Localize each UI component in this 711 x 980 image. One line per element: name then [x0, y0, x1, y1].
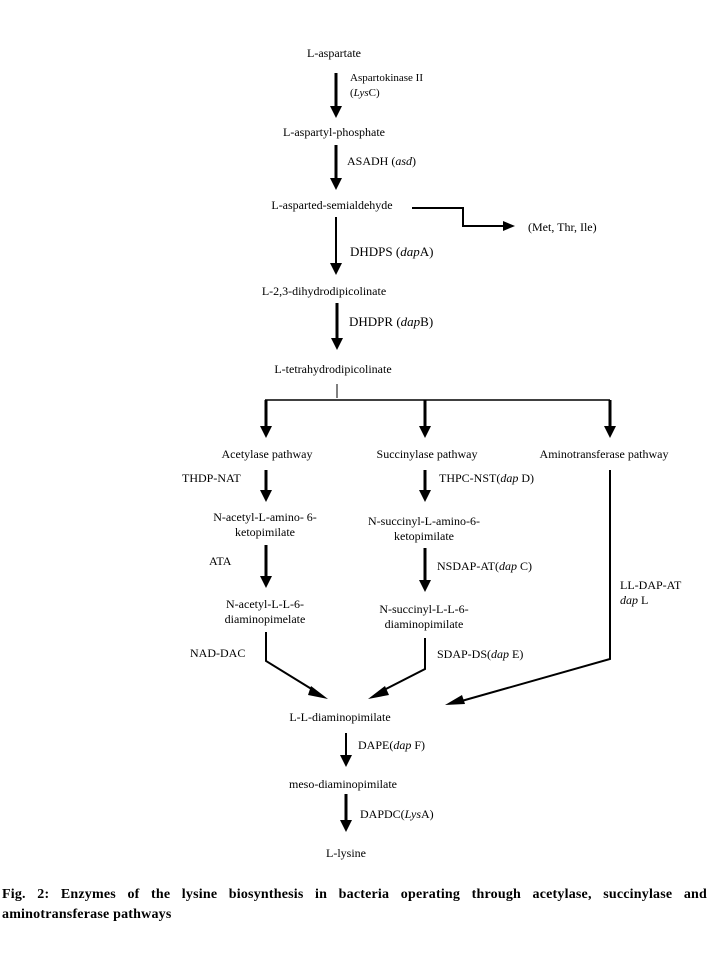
- arrow-dape: [340, 733, 352, 767]
- metabolite-l-tetrahydrodipicolinate: L-tetrahydrodipicolinate: [274, 362, 392, 376]
- arrow-dapdc: [340, 794, 352, 832]
- gene-lys: Lys: [353, 87, 369, 99]
- enzyme-nad-dac: NAD-DAC: [190, 646, 246, 660]
- pathway-acetylase: Acetylase pathway: [221, 447, 313, 461]
- enzyme-sdap-ds: SDAP-DS(dap E): [437, 647, 524, 661]
- enzyme-dapdc: DAPDC(LysA): [360, 807, 434, 821]
- enzyme-dhdps: DHDPS (dapA): [350, 244, 434, 259]
- metabolite-l-aspartate: L-aspartate: [307, 46, 361, 60]
- gene-lysa: Lys: [404, 807, 421, 821]
- enzyme-dhdpr: DHDPR (dapB): [349, 314, 434, 329]
- arrow-ata: [260, 545, 272, 588]
- gene-asd: asd: [395, 154, 413, 168]
- metabolite-l-aspartyl-phosphate: L-aspartyl-phosphate: [283, 125, 385, 139]
- arrow-nad-dac: [265, 632, 328, 699]
- gene-dapf: dap: [393, 738, 412, 752]
- gene-dapa: dap: [400, 244, 420, 259]
- enzyme-ll-dap-at: LL-DAP-AT dap L: [620, 578, 682, 607]
- arrow-split: [260, 384, 616, 438]
- pathway-succinylase: Succinylase pathway: [376, 447, 478, 461]
- arrow-sdap-ds: [368, 638, 426, 699]
- enzyme-nsdap-at: NSDAP-AT(dap C): [437, 559, 533, 573]
- metabolite-meso-diaminopimilate: meso-diaminopimilate: [289, 777, 397, 791]
- enzyme-ata: ATA: [209, 554, 232, 568]
- enzyme-thdp-nat: THDP-NAT: [182, 471, 241, 485]
- gene-dapd: dap: [500, 471, 519, 485]
- gene-dapl: dap: [620, 593, 638, 607]
- enzyme-aspartokinase: Aspartokinase II (LysC): [350, 72, 424, 99]
- metabolite-l-asparted-semialdehyde: L-asparted-semialdehyde: [271, 198, 393, 212]
- metabolite-l-l-diaminopimilate: L-L-diaminopimilate: [289, 710, 391, 724]
- enzyme-dape: DAPE(dap F): [358, 738, 426, 752]
- enzyme-asadh: ASADH (asd): [347, 154, 417, 168]
- arrow-aspartokinase: [330, 73, 342, 118]
- metabolite-l-lysine: L-lysine: [326, 846, 366, 860]
- metabolite-n-acetyl-amino-ketopimilate: N-acetyl-L-amino- 6- ketopimilate: [213, 510, 317, 539]
- metabolite-n-succinyl-diaminopimilate: N-succinyl-L-L-6- diaminopimilate: [379, 602, 469, 631]
- arrow-dhdpr: [331, 303, 343, 350]
- figure-caption: Fig. 2: Enzymes of the lysine biosynthes…: [2, 887, 707, 922]
- arrow-ll-dap-at: [445, 470, 611, 705]
- arrow-thpc-nst: [419, 470, 431, 502]
- branch-products: (Met, Thr, Ile): [528, 220, 597, 234]
- arrow-dhdps: [330, 217, 342, 275]
- metabolite-n-succinyl-amino-ketopimilate: N-succinyl-L-amino-6- ketopimilate: [368, 514, 480, 543]
- arrow-nsdap-at: [419, 548, 431, 592]
- metabolite-l-2-3-dihydrodipicolinate: L-2,3-dihydrodipicolinate: [261, 284, 387, 298]
- gene-dapb: dap: [400, 314, 421, 329]
- arrow-asadh: [330, 145, 342, 190]
- metabolite-n-acetyl-diaminopimelate: N-acetyl-L-L-6- diaminopimelate: [224, 597, 306, 626]
- enzyme-thpc-nst: THPC-NST(dap D): [439, 471, 535, 485]
- arrow-branch-met-thr-ile: [412, 207, 515, 231]
- gene-dape: dap: [491, 647, 510, 661]
- arrow-thdp-nat: [260, 470, 272, 502]
- pathway-aminotransferase: Aminotransferase pathway: [539, 447, 669, 461]
- gene-dapc: dap: [499, 559, 518, 573]
